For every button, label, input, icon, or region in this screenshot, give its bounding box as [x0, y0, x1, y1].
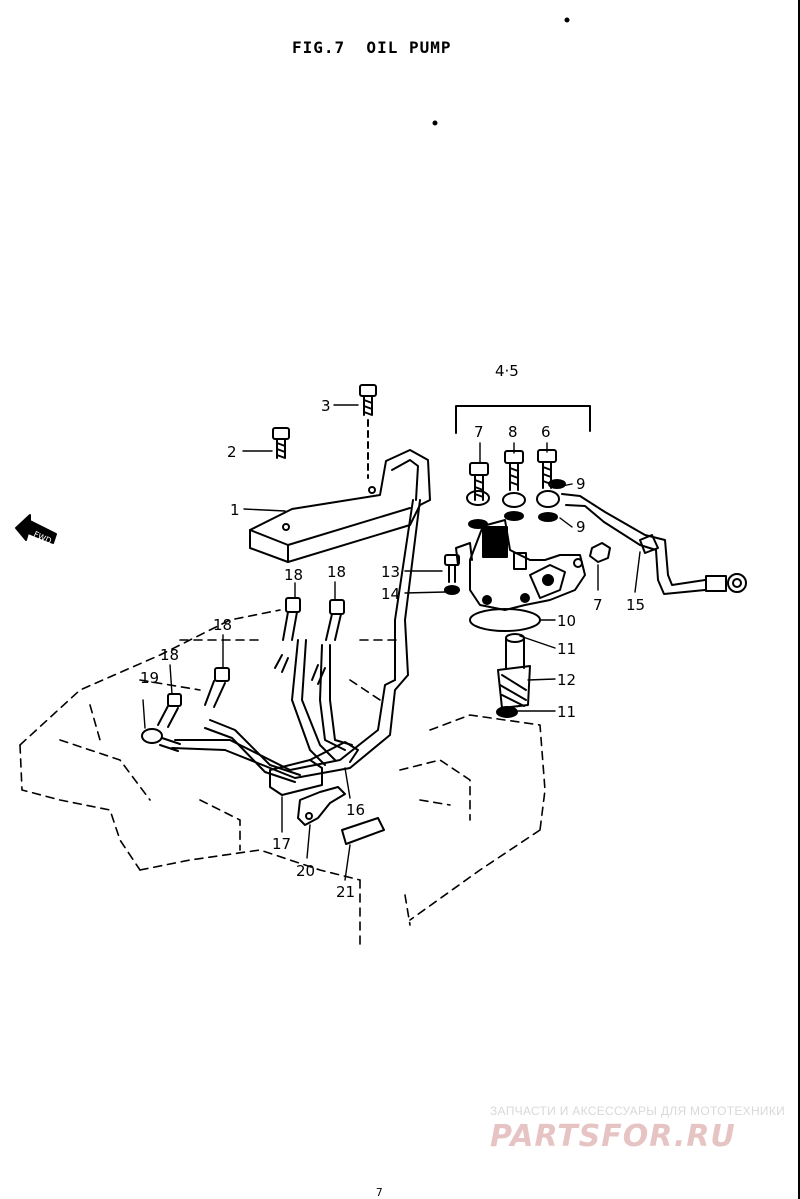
- callout-20: 20: [296, 862, 315, 880]
- bolt-3: [359, 384, 377, 479]
- crankcase-outline: [19, 609, 546, 946]
- cap-7: [589, 542, 611, 563]
- bracket-1: [249, 449, 431, 563]
- callout-8: 8: [508, 423, 518, 441]
- assembly-bracket: [455, 405, 591, 434]
- callout-19: 19: [140, 669, 159, 687]
- callout-9-lower: 9: [576, 518, 586, 536]
- hose-clamp-17: [269, 741, 359, 796]
- callout-7-bolt: 7: [474, 423, 484, 441]
- watermark-caption: ЗАПЧАСТИ И АКСЕССУАРЫ ДЛЯ МОТОТЕХНИКИ: [490, 1104, 786, 1118]
- callout-6: 6: [541, 423, 551, 441]
- washer-14: [444, 585, 460, 595]
- callout-18-b: 18: [327, 563, 346, 581]
- banjo-bolts-18: [157, 597, 345, 728]
- oil-pump-body: [455, 519, 586, 611]
- callout-18-c: 18: [213, 616, 232, 634]
- callout-11-upper: 11: [557, 640, 576, 658]
- o-ring-10: [469, 608, 541, 632]
- callout-numbers: 1 2 3 4·5 6 7 7 8 9 9 10 11 11 12 13 14 …: [140, 362, 645, 901]
- speck: [432, 120, 438, 126]
- banjo-fittings: [466, 479, 566, 529]
- callout-1: 1: [230, 501, 240, 519]
- callout-12: 12: [557, 671, 576, 689]
- plate-21: [341, 817, 385, 845]
- callout-10: 10: [557, 612, 576, 630]
- forward-arrow-icon: FWD: [15, 514, 57, 546]
- oil-line-15: [561, 493, 747, 595]
- speck: [564, 17, 570, 23]
- callout-11-lower: 11: [557, 703, 576, 721]
- callout-16: 16: [346, 801, 365, 819]
- banjo-fitting-19: [141, 728, 181, 752]
- bolt-7: [469, 462, 489, 501]
- callout-15: 15: [626, 596, 645, 614]
- oil-hoses-16: [171, 499, 421, 783]
- clamp-20: [297, 786, 346, 826]
- page-number: 7: [376, 1186, 383, 1199]
- bolt-2: [272, 427, 290, 459]
- watermark-logo-text: PARTSFOR.RU: [490, 1119, 736, 1152]
- pump-gear-12: [496, 633, 531, 718]
- bolt-8: [504, 450, 524, 491]
- watermark-logo: PARTSFOR.RU: [490, 1119, 736, 1152]
- figure-title: FIG.7 OIL PUMP: [292, 38, 452, 57]
- callout-18-a: 18: [284, 566, 303, 584]
- callout-14: 14: [381, 585, 400, 603]
- callout-9-upper: 9: [576, 475, 586, 493]
- callout-13: 13: [381, 563, 400, 581]
- callout-17: 17: [272, 835, 291, 853]
- leader-lines: [142, 404, 641, 881]
- callout-2: 2: [227, 443, 237, 461]
- callout-3: 3: [321, 397, 331, 415]
- callout-18-d: 18: [160, 646, 179, 664]
- callout-21: 21: [336, 883, 355, 901]
- bolt-13: [444, 554, 460, 583]
- callout-7-cap: 7: [593, 596, 603, 614]
- callout-4-5: 4·5: [495, 362, 519, 380]
